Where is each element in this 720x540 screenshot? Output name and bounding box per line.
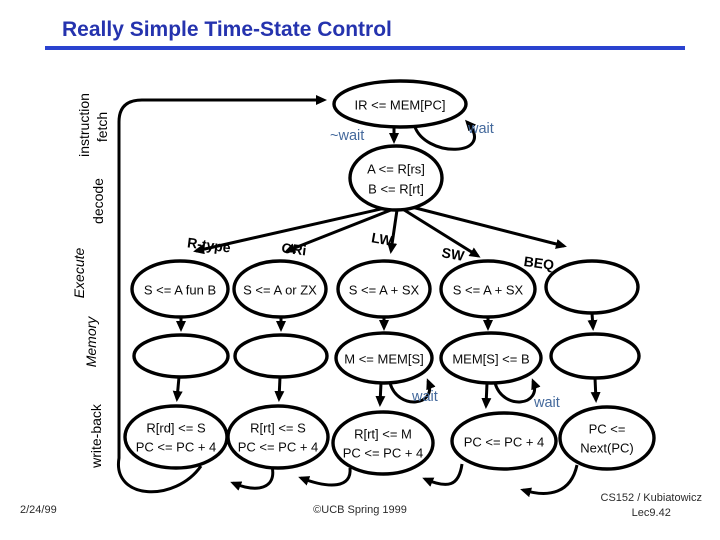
state-ex-lw-label: S <= A + SX: [349, 283, 420, 298]
state-ex-rtype: S <= A fun B: [130, 259, 230, 319]
label-not-wait: ~wait: [330, 128, 364, 144]
stage-label-fetch: fetch: [94, 112, 110, 142]
state-mem-lw-label: M <= MEM[S]: [344, 352, 423, 367]
state-wb-beq-label-2: Next(PC): [580, 441, 633, 456]
state-fetch-label: IR <= MEM[PC]: [354, 98, 445, 113]
title-underline: [45, 46, 685, 50]
stage-labels: instruction fetch decode Execute Memory …: [71, 93, 110, 469]
edge-decode-to-lw: [387, 209, 399, 254]
edge-loop-back-to-fetch: [117, 95, 327, 494]
stage-label-decode: decode: [90, 178, 106, 224]
stage-label-writeback: write-back: [88, 403, 104, 469]
state-mem-sw-label: MEM[S] <= B: [452, 352, 529, 367]
edge-decode-to-beq: [403, 203, 567, 249]
footer-date: 2/24/99: [20, 504, 57, 516]
edge-wb-beq-return: [520, 464, 579, 498]
edge-memlw-wait-selfloop: [388, 378, 436, 404]
state-wb-lw-label-2: PC <= PC + 4: [343, 446, 424, 461]
stage-label-memory: Memory: [83, 316, 99, 368]
label-wait-lw: wait: [411, 389, 438, 405]
edge-decode-to-ori: [284, 206, 397, 253]
state-wb-sw: PC <= PC + 4: [450, 411, 558, 471]
state-mem-lw: M <= MEM[S]: [334, 331, 434, 385]
state-wb-rtype-label-1: R[rd] <= S: [146, 421, 206, 436]
footer-copyright: ©UCB Spring 1999: [313, 504, 407, 516]
state-mem-rtype: [132, 333, 230, 379]
label-wait-fetch: wait: [467, 121, 494, 137]
state-ex-beq: [544, 259, 640, 315]
edge-memsw-wait-selfloop: [493, 378, 541, 404]
footer-lecture: Lec9.42: [631, 507, 671, 519]
state-wb-rtype: R[rd] <= S PC <= PC + 4: [123, 404, 229, 470]
edge-mem-wb-sw: [481, 382, 492, 409]
edge-fetch-wait-selfloop: [412, 119, 477, 151]
edge-wb-sw-return: [422, 463, 464, 487]
edge-mem-wb-lw: [375, 382, 386, 407]
state-wb-ori: R[rt] <= S PC <= PC + 4: [226, 404, 330, 470]
state-mem-beq: [549, 332, 641, 380]
label-wait-sw: wait: [533, 395, 560, 411]
stage-label-instruction: instruction: [76, 93, 92, 157]
state-wb-sw-label: PC <= PC + 4: [464, 435, 545, 450]
label-rtype: R-type: [186, 234, 231, 255]
label-ori: ORi: [281, 240, 308, 259]
state-ex-lw: S <= A + SX: [336, 259, 432, 319]
state-wb-ori-label-1: R[rt] <= S: [250, 421, 306, 436]
state-ex-sw: S <= A + SX: [439, 259, 537, 319]
state-decode-label-2: B <= R[rt]: [368, 182, 424, 197]
state-wb-ori-label-2: PC <= PC + 4: [238, 440, 319, 455]
label-sw: SW: [441, 244, 467, 264]
states: IR <= MEM[PC] A <= R[rs] B <= R[rt] S <=…: [123, 79, 656, 476]
edge-mem-wb-ori: [274, 376, 285, 402]
edge-ex-mem-beq: [587, 312, 598, 331]
state-mem-sw: MEM[S] <= B: [439, 331, 543, 385]
label-beq: BEQ: [523, 253, 555, 273]
label-lw: LW: [370, 229, 394, 249]
footer-course-block: CS152 / Kubiatowicz Lec9.42: [601, 491, 703, 521]
stage-label-execute: Execute: [71, 247, 87, 298]
edge-mem-wb-beq: [590, 377, 601, 403]
state-wb-beq-label-1: PC <=: [589, 422, 626, 437]
state-ex-rtype-label: S <= A fun B: [144, 283, 216, 298]
footer-course: CS152 / Kubiatowicz: [600, 492, 703, 504]
state-ex-ori-label: S <= A or ZX: [243, 283, 317, 298]
state-wb-rtype-label-2: PC <= PC + 4: [136, 440, 217, 455]
edge-wb-ori-return: [230, 465, 275, 491]
state-mem-ori: [233, 333, 329, 379]
state-wb-lw-label-1: R[rt] <= M: [354, 427, 412, 442]
transition-arrows: [117, 95, 601, 498]
state-decode-label-1: A <= R[rs]: [367, 162, 425, 177]
state-wb-beq: PC <= Next(PC): [558, 405, 656, 471]
state-fetch: IR <= MEM[PC]: [332, 79, 468, 129]
state-ex-sw-label: S <= A + SX: [453, 283, 524, 298]
edge-mem-wb-rtype: [172, 376, 183, 402]
state-decode: A <= R[rs] B <= R[rt]: [348, 144, 444, 212]
page-title: Really Simple Time-State Control: [62, 18, 392, 41]
edge-decode-to-sw: [400, 206, 481, 258]
edge-wb-lw-return: [298, 467, 352, 487]
edge-labels: ~wait wait wait wait R-type ORi LW SW BE…: [186, 121, 559, 411]
state-ex-ori: S <= A or ZX: [232, 259, 328, 319]
state-wb-lw: R[rt] <= M PC <= PC + 4: [331, 410, 435, 476]
edge-decode-to-rtype: [193, 204, 395, 255]
